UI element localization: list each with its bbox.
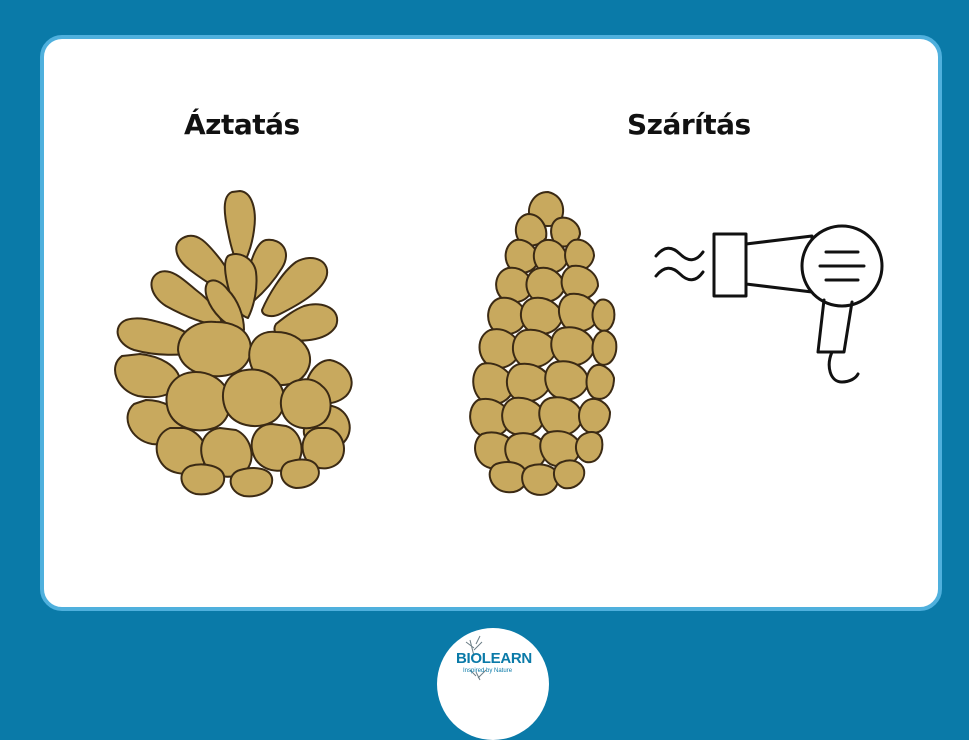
logo-name: BIOLEARN [456, 650, 532, 667]
logo-tree-icon [0, 0, 969, 685]
logo-tagline: Inspired by Nature [463, 668, 512, 674]
